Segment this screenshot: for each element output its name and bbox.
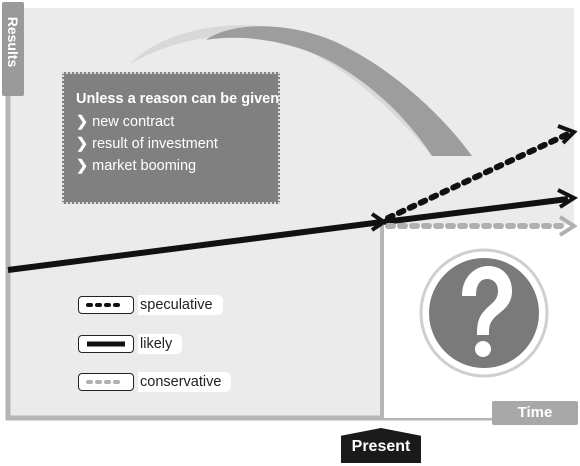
x-axis-label: Time [492,401,578,425]
speculative-line [385,131,571,221]
legend-item-speculative: speculative [78,293,223,317]
note-heading: Unless a reason can be given [76,91,280,107]
note-item: ❯result of investment [76,136,268,152]
likely-arrowhead [557,188,579,209]
past-trend-line [7,219,383,273]
conservative-arrowhead [558,215,578,237]
note-item: ❯market booming [76,158,268,174]
speculative-swatch [78,296,134,314]
chevron-right-icon: ❯ [76,158,89,174]
chevron-right-icon: ❯ [76,136,89,152]
legend-label: conservative [138,372,232,392]
chevron-right-icon: ❯ [76,114,89,130]
y-axis-label-tab: Results [2,2,24,96]
present-label: Present [341,428,421,463]
question-mark-icon [419,248,549,378]
note-item: ❯new contract [76,114,268,130]
swoosh-arc-front [206,26,472,156]
likely-swatch [78,335,134,353]
note-item-text: market booming [92,158,197,174]
note-item-text: new contract [92,114,175,130]
y-axis-label: Results [5,16,21,68]
legend-item-conservative: conservative [78,370,232,394]
legend-label: likely [138,334,183,354]
note-item-text: result of investment [92,136,218,152]
conservative-swatch [78,373,134,391]
legend-label: speculative [138,295,223,315]
legend-item-likely: likely [78,332,183,356]
reason-note-box: Unless a reason can be given ❯new contra… [62,72,280,204]
likely-line [383,196,569,225]
speculative-arrowhead [557,124,578,145]
